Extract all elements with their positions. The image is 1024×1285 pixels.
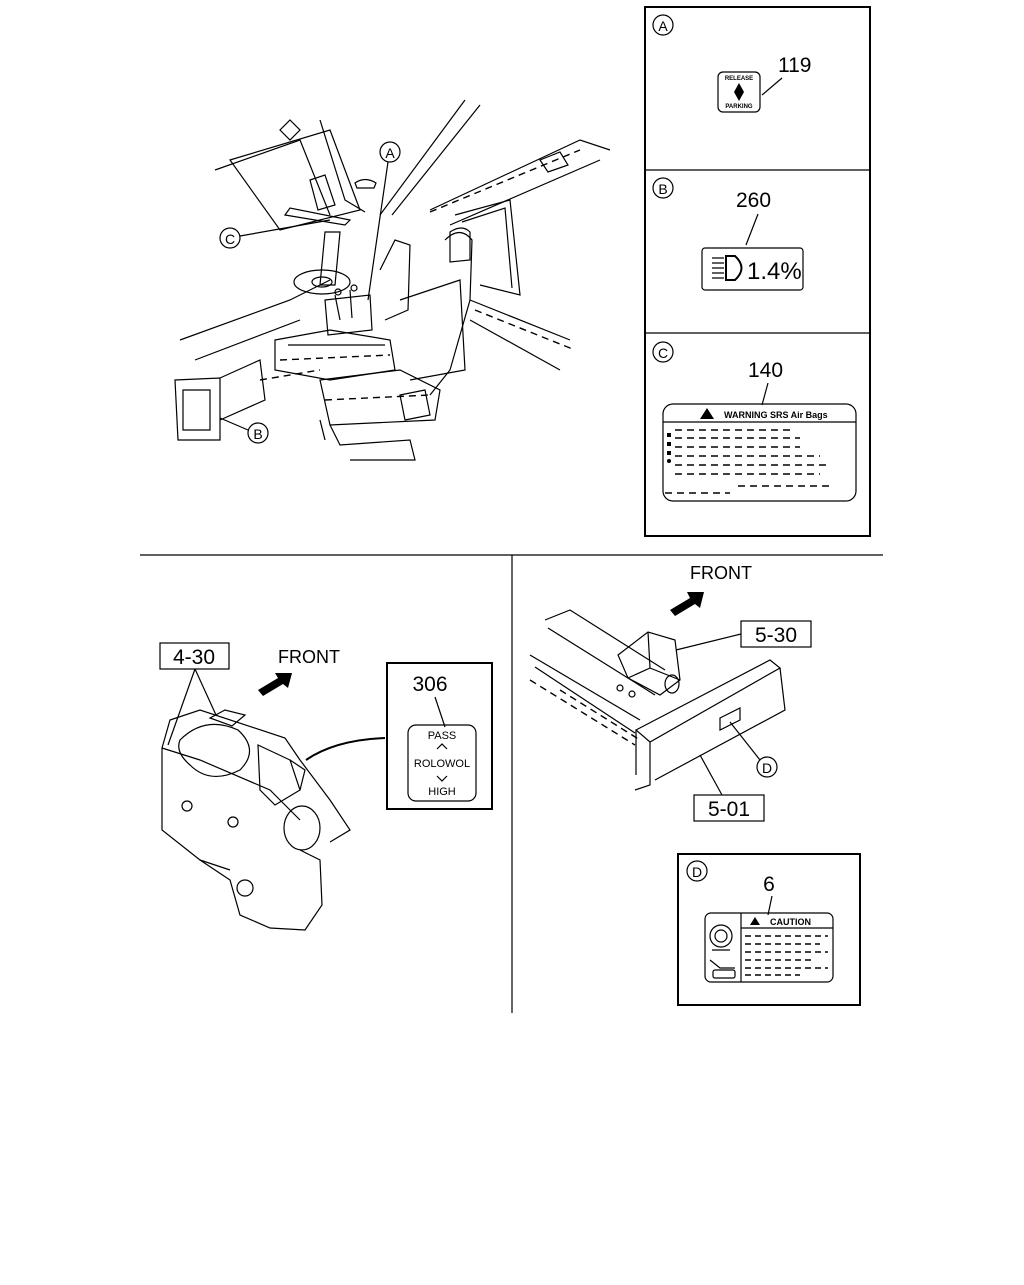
ref-5-30-text: 5-30 — [755, 624, 797, 647]
part-306-box: 306 PASS ROLOWOL HIGH — [386, 662, 493, 810]
front-arrow-left: FRONT — [258, 647, 340, 696]
interior-callout-c: C — [219, 219, 331, 249]
srs-warning-text: WARNING SRS Air Bags — [724, 410, 828, 420]
front-label-right: FRONT — [690, 563, 752, 583]
ref-5-30: 5-30 — [675, 620, 812, 651]
diamond-arrow-icon — [734, 83, 744, 101]
warning-triangle-icon — [700, 408, 714, 419]
part-number-140: 140 — [748, 359, 783, 382]
light-switch-label — [407, 724, 477, 802]
caution-label — [704, 912, 834, 983]
panel-c: C 140 WARNING SRS Air Bags — [652, 341, 857, 502]
parking-text: PARKING — [725, 104, 753, 110]
front-arrow-icon — [258, 673, 292, 696]
callout-b-letter: B — [253, 426, 262, 442]
ref-4-30-text: 4-30 — [173, 646, 215, 669]
gauge-icon — [709, 924, 733, 948]
callout-c-letter: C — [225, 231, 235, 247]
label-panel-frame — [644, 6, 871, 537]
cab-interior-illustration — [174, 99, 611, 461]
parking-release-label — [717, 71, 761, 113]
srs-airbag-label — [662, 403, 857, 502]
panel-b: B 260 1.4% — [652, 177, 804, 291]
high-text: HIGH — [428, 786, 456, 798]
leader-306 — [305, 737, 386, 761]
caution-triangle-icon — [750, 917, 760, 925]
part-number-306: 306 — [412, 673, 447, 696]
frame-callout-d-letter: D — [762, 760, 772, 776]
aim-percent: 1.4% — [747, 258, 802, 285]
panel-b-letter: B — [658, 181, 667, 197]
panel-c-letter: C — [658, 345, 668, 361]
panel-a-letter: A — [658, 18, 668, 34]
low-text: ROLOWOL — [414, 758, 470, 770]
interior-callout-a: A — [367, 141, 401, 301]
callout-a-letter: A — [385, 145, 395, 161]
interior-callout-b: B — [219, 417, 269, 444]
ref-4-30: 4-30 — [159, 642, 230, 746]
headlamp-icon — [712, 255, 743, 281]
ref-5-01-text: 5-01 — [708, 798, 750, 821]
part-number-119: 119 — [778, 54, 811, 77]
part-number-260: 260 — [736, 189, 771, 212]
ref-5-01: 5-01 — [693, 754, 765, 822]
panel-d-letter: D — [692, 864, 702, 880]
caution-text: CAUTION — [770, 917, 811, 927]
front-label-left: FRONT — [278, 647, 340, 667]
part-number-6: 6 — [763, 873, 775, 896]
front-arrow-right: FRONT — [670, 563, 752, 616]
column-switch-illustration — [161, 709, 351, 931]
headlamp-aim-label — [701, 247, 804, 291]
frame-callout-d: D — [729, 721, 778, 778]
pass-text: PASS — [428, 730, 457, 742]
panel-a: A 119 RELEASE PARKING — [652, 14, 811, 113]
frame-illustration — [529, 609, 786, 791]
release-text: RELEASE — [725, 76, 753, 82]
panel-d: D 6 CAUTION — [677, 853, 861, 1006]
front-arrow-icon-right — [670, 592, 704, 616]
